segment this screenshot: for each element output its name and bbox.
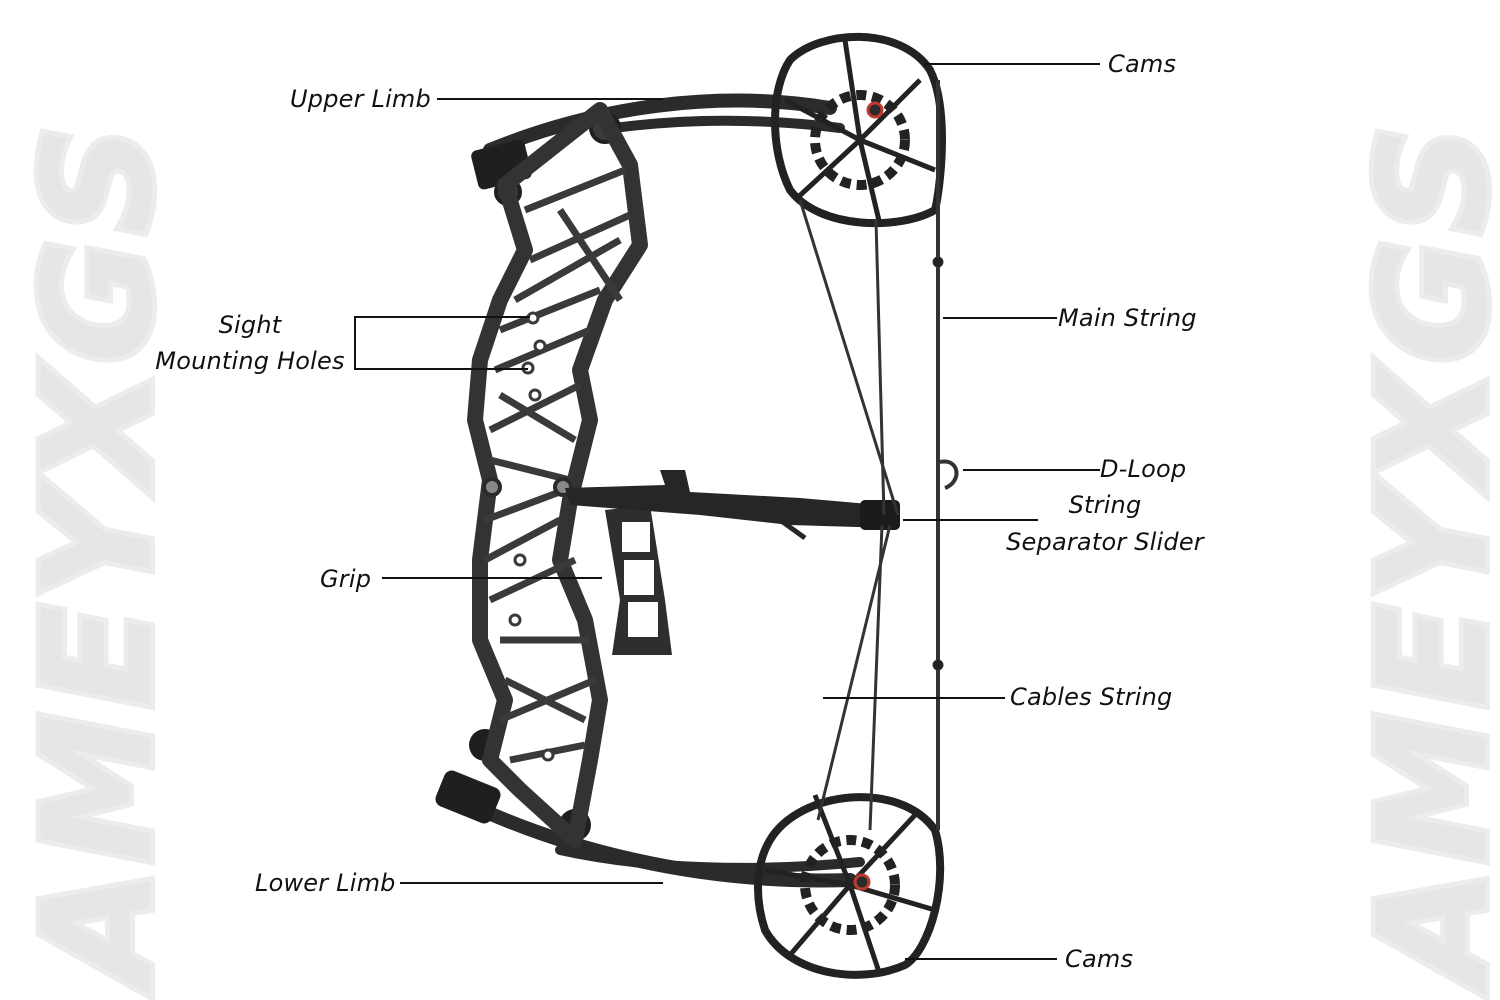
label-sight-line2: Mounting Holes <box>155 347 345 375</box>
callout-sight-holes <box>354 316 530 370</box>
label-cables-string: Cables String <box>1010 683 1173 711</box>
top-axle <box>866 101 884 119</box>
riser <box>467 102 648 848</box>
watermark-text: AMEYXGS <box>12 120 170 995</box>
top-cam <box>771 32 946 228</box>
grip <box>605 505 672 655</box>
cable-3 <box>816 524 892 821</box>
label-separator-line2: Separator Slider <box>1006 528 1204 556</box>
label-lower-limb: Lower Limb <box>255 869 396 897</box>
label-main-string: Main String <box>1058 304 1197 332</box>
strings <box>798 80 959 831</box>
bottom-cam <box>754 793 945 979</box>
brand-watermark-right: AMEYXGS <box>1342 115 1500 1000</box>
brand-watermark-left: AMEYXGS <box>7 115 170 1000</box>
bottom-axle <box>853 873 871 891</box>
string-nock-top <box>932 256 944 268</box>
callout-lines <box>354 63 1100 960</box>
label-string-separator-slider: String Separator Slider <box>1005 490 1205 557</box>
cable-2 <box>874 219 886 516</box>
label-cams-top: Cams <box>1108 50 1177 78</box>
label-upper-limb: Upper Limb <box>290 85 431 113</box>
string-nock-bottom <box>932 659 944 671</box>
label-d-loop: D-Loop <box>1100 455 1187 483</box>
arrow-rest-bracket <box>565 470 900 541</box>
cable-4 <box>868 524 884 831</box>
lower-limb <box>443 788 865 888</box>
label-sight-line1: Sight <box>218 311 282 339</box>
label-grip: Grip <box>320 565 372 593</box>
label-separator-line1: String <box>1068 491 1142 519</box>
upper-limb <box>483 93 845 157</box>
watermark-text: AMEYXGS <box>1347 120 1500 995</box>
label-cams-bottom: Cams <box>1065 945 1134 973</box>
d-loop <box>939 459 959 490</box>
label-sight-mounting-holes: Sight Mounting Holes <box>150 310 350 376</box>
